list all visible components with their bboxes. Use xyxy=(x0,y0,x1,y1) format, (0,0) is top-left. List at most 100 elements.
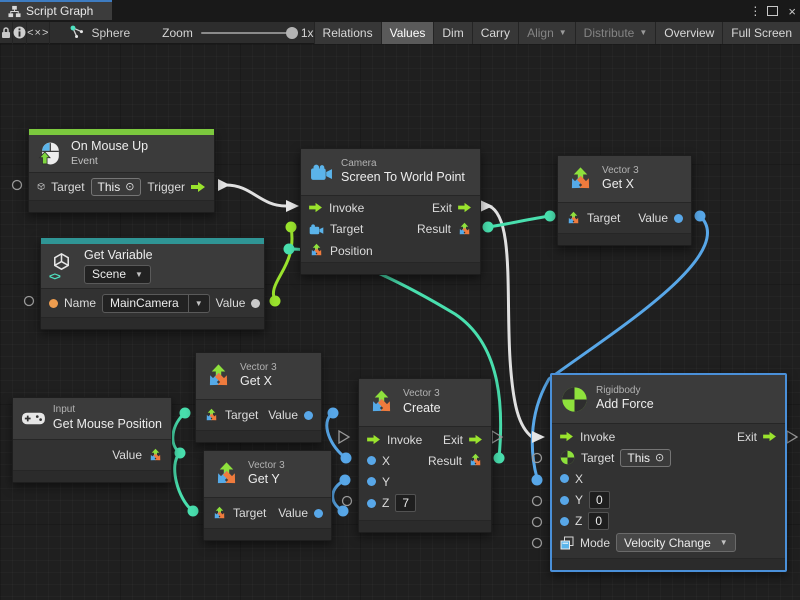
control-port-icon[interactable] xyxy=(560,431,574,442)
port-stwp-position-in[interactable] xyxy=(283,243,295,255)
port-stwp-invoke-in[interactable] xyxy=(286,200,299,212)
y-port[interactable] xyxy=(367,477,376,487)
node-vector3-get-x-top[interactable]: Vector 3 Get X Target Value xyxy=(557,155,692,246)
wire-getx-to-addforce-x[interactable] xyxy=(530,214,709,479)
window-close-icon[interactable]: × xyxy=(788,3,796,19)
window-menu-icon[interactable]: ⋮ xyxy=(749,4,762,18)
port-onmouseup-target-unconnected[interactable] xyxy=(11,179,23,191)
variable-scope-dropdown[interactable]: Scene ▼ xyxy=(84,265,151,285)
name-port[interactable] xyxy=(49,298,58,308)
align-button[interactable]: Align▼ xyxy=(518,21,575,44)
port-trigger-out[interactable] xyxy=(218,179,230,191)
node-vector3-get-y[interactable]: Vector 3 Get Y Target Value xyxy=(203,450,332,541)
port-addforce-target-unconnected[interactable] xyxy=(531,452,543,464)
control-port-icon[interactable] xyxy=(458,202,472,213)
node-add-force[interactable]: Rigidbody Add Force Invoke Exit Target xyxy=(550,373,787,573)
port-getx-top-value-out[interactable] xyxy=(694,210,706,222)
port-stwp-exit-out[interactable] xyxy=(480,200,493,212)
vector3-port-icon[interactable] xyxy=(566,211,581,226)
graph-canvas[interactable]: On Mouse Up Event Target This ⊙ Trigger xyxy=(0,44,800,600)
target-this-field[interactable]: This ⊙ xyxy=(90,177,142,196)
port-create-z-unconnected[interactable] xyxy=(341,495,353,507)
control-port-icon[interactable] xyxy=(191,181,206,193)
port-variable-name-unconnected[interactable] xyxy=(23,295,35,307)
graph-breadcrumb[interactable]: Sphere xyxy=(70,25,130,40)
z-value-field[interactable]: 7 xyxy=(395,494,417,513)
value-port[interactable] xyxy=(304,410,313,420)
vector3-port-icon[interactable] xyxy=(309,243,324,258)
node-get-variable[interactable]: <> Get Variable Scene ▼ Name MainCamera xyxy=(40,237,265,330)
z-port[interactable] xyxy=(367,498,376,508)
port-addforce-z-unconnected[interactable] xyxy=(531,516,543,528)
overview-button[interactable]: Overview xyxy=(655,21,723,44)
camera-icon[interactable] xyxy=(309,224,324,235)
port-create-x-in[interactable] xyxy=(340,452,352,464)
port-gety-value-out[interactable] xyxy=(337,505,349,517)
mode-dropdown[interactable]: Velocity Change ▼ xyxy=(616,533,736,553)
dim-button[interactable]: Dim xyxy=(433,21,472,44)
node-vector3-get-x-mid[interactable]: Vector 3 Get X Target Value xyxy=(195,352,322,443)
port-create-result-out[interactable] xyxy=(493,452,505,464)
x-port[interactable] xyxy=(560,474,569,484)
port-create-y-in[interactable] xyxy=(339,474,351,486)
z-value-field[interactable]: 0 xyxy=(588,512,610,531)
port-addforce-exit-unconnected[interactable] xyxy=(786,429,799,445)
port-gety-target-in[interactable] xyxy=(187,505,199,517)
node-screen-to-world-point[interactable]: Camera Screen To World Point Invoke Exit… xyxy=(300,148,481,275)
port-getx-mid-target-in[interactable] xyxy=(179,407,191,419)
vector3-port-icon[interactable] xyxy=(457,222,472,237)
distribute-button[interactable]: Distribute▼ xyxy=(574,21,656,44)
node-on-mouse-up[interactable]: On Mouse Up Event Target This ⊙ Trigger xyxy=(28,128,215,213)
port-getx-mid-value-out[interactable] xyxy=(327,407,339,419)
control-port-icon[interactable] xyxy=(763,431,777,442)
port-addforce-x-in[interactable] xyxy=(531,474,543,486)
port-addforce-mode-unconnected[interactable] xyxy=(531,537,543,549)
port-getx-top-target-in[interactable] xyxy=(544,210,556,222)
inspect-button[interactable] xyxy=(13,21,27,44)
tab-script-graph[interactable]: Script Graph xyxy=(0,0,112,20)
target-this-field[interactable]: This ⊙ xyxy=(620,448,672,467)
wire-trigger-to-invoke[interactable] xyxy=(225,183,287,208)
wire-variable-to-target[interactable] xyxy=(271,226,294,302)
zoom-slider[interactable] xyxy=(200,26,298,39)
port-variable-value-out[interactable] xyxy=(269,295,281,307)
vector3-port-icon[interactable] xyxy=(148,448,163,463)
control-port-icon[interactable] xyxy=(469,434,483,445)
node-vector3-create[interactable]: Vector 3 Create Invoke Exit X xyxy=(358,378,492,533)
wire-result-to-getx-target[interactable] xyxy=(487,214,551,229)
window-maximize-icon[interactable] xyxy=(767,6,779,16)
port-mouse-value-out[interactable] xyxy=(174,447,186,459)
y-value-field[interactable]: 0 xyxy=(589,491,610,510)
lock-button[interactable] xyxy=(0,21,13,44)
vector3-port-icon[interactable] xyxy=(468,453,483,468)
wire-exit-to-addforce-invoke[interactable] xyxy=(488,204,533,439)
value-port[interactable] xyxy=(251,298,261,308)
enum-icon[interactable] xyxy=(560,536,574,550)
value-port[interactable] xyxy=(674,213,683,223)
value-port[interactable] xyxy=(314,508,323,518)
wire-mouse-to-gety-target[interactable] xyxy=(173,451,194,513)
control-port-icon[interactable] xyxy=(367,434,381,445)
port-stwp-result-out[interactable] xyxy=(482,221,494,233)
port-addforce-y-unconnected[interactable] xyxy=(531,495,543,507)
port-create-exit-unconnected[interactable] xyxy=(491,429,504,445)
control-port-icon[interactable] xyxy=(309,202,323,213)
vector3-port-icon[interactable] xyxy=(204,408,219,423)
rigidbody-port-icon[interactable] xyxy=(560,450,575,465)
port-stwp-target-in[interactable] xyxy=(285,221,297,233)
wire-mouse-to-getx-target[interactable] xyxy=(171,411,187,455)
values-button[interactable]: Values xyxy=(380,21,434,44)
carry-button[interactable]: Carry xyxy=(471,21,519,44)
code-view-button[interactable]: <×> xyxy=(27,21,51,44)
relations-button[interactable]: Relations xyxy=(313,21,381,44)
gameobject-cube-icon[interactable] xyxy=(37,179,45,194)
z-port[interactable] xyxy=(560,516,569,526)
y-port[interactable] xyxy=(560,495,569,505)
zoom-slider-handle[interactable] xyxy=(285,26,298,39)
x-port[interactable] xyxy=(367,456,376,466)
variable-name-dropdown[interactable]: MainCamera ▼ xyxy=(102,293,210,313)
port-addforce-invoke-in[interactable] xyxy=(532,431,545,443)
port-create-invoke-unconnected[interactable] xyxy=(338,429,351,445)
fullscreen-button[interactable]: Full Screen xyxy=(722,21,800,44)
vector3-port-icon[interactable] xyxy=(212,506,227,521)
